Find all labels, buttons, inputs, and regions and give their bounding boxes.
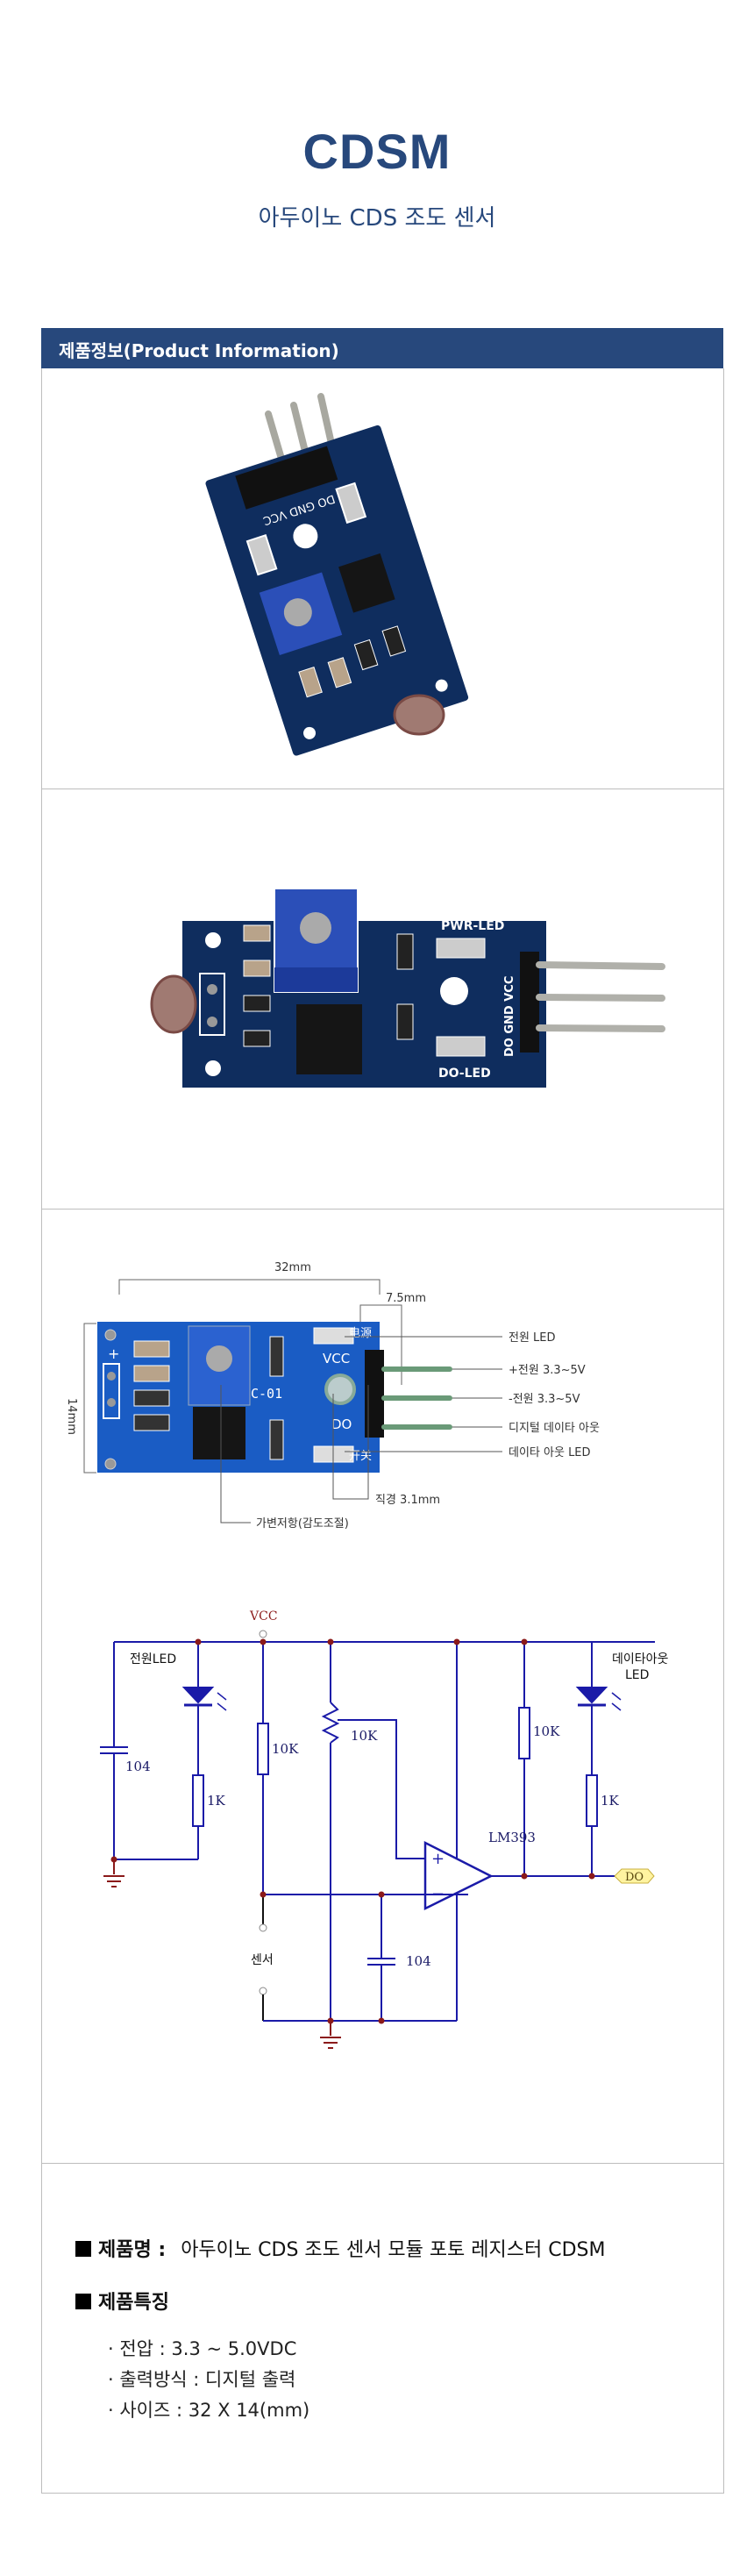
ic-chip [296, 1004, 362, 1074]
pin-header [365, 1350, 384, 1438]
square-bullet-icon [75, 2294, 91, 2309]
pot-label: 10K [351, 1728, 378, 1744]
r-sensor-label: 10K [272, 1741, 299, 1757]
diagram-panel: 32mm 7.5mm 14mm + C-01 [41, 1210, 724, 2164]
product-features-label: 제품특징 [98, 2292, 169, 2314]
hole-diameter-label: 직경 3.1mm [375, 1494, 440, 1507]
potentiometer-label: 가변저항(감도조절) [256, 1517, 349, 1531]
minus-input: − [431, 1885, 445, 1903]
callout-plus-power: +전원 3.3~5V [509, 1364, 586, 1377]
header-pins [536, 961, 665, 1032]
product-name-row: 제품명 : 아두이노 CDS 조도 센서 모듈 포토 레지스터 CDSM [75, 2234, 606, 2262]
do-led-label: DO-LED [438, 1067, 491, 1081]
pin-header [520, 952, 539, 1053]
do-output-label: DO [625, 1871, 644, 1884]
power-led-label: 전원LED [130, 1652, 176, 1666]
board-do-text: DO [331, 1416, 352, 1432]
data-led-label-1: 데이타아웃 [612, 1652, 669, 1666]
board-switch-text: 开关 [349, 1450, 372, 1463]
ic-chip [193, 1407, 245, 1459]
mount-hole [440, 977, 468, 1005]
circuit-schematic: VCC [100, 1609, 655, 2049]
section-header-label: 제품정보(Product Information) [59, 340, 339, 361]
cap1-label: 104 [125, 1759, 151, 1774]
sensor-module-angled-image: DO GND VCC [205, 393, 469, 756]
feature-item: · 출력방식 : 디지털 출력 [108, 2369, 296, 2390]
section-header: 제품정보(Product Information) [41, 328, 723, 368]
pin-label: DO GND VCC [503, 976, 516, 1057]
height-dimension: 14mm [65, 1398, 78, 1435]
board-power-text: 电源 [349, 1327, 372, 1340]
r-pullup-label: 10K [533, 1723, 560, 1739]
board-vcc-text: VCC [323, 1351, 350, 1366]
ic-label: LM393 [488, 1830, 536, 1845]
pcb-board [182, 921, 546, 1088]
product-info-panel: 제품명 : 아두이노 CDS 조도 센서 모듈 포토 레지스터 CDSM 제품특… [41, 2164, 724, 2494]
photoresistor [393, 694, 445, 736]
pin-header [235, 446, 338, 510]
callout-data-led: 데이타 아웃 LED [509, 1446, 591, 1459]
page-subtitle: 아두이노 CDS 조도 센서 [258, 205, 496, 232]
product-name-label: 제품명 : [98, 2239, 167, 2261]
sensor-label: 센서 [251, 1953, 274, 1967]
plus-sign: + [108, 1345, 119, 1362]
vcc-label: VCC [249, 1609, 278, 1623]
dimension-diagram: 32mm 7.5mm 14mm + C-01 [65, 1261, 600, 1531]
photoresistor [150, 974, 197, 1034]
cap2-label: 104 [406, 1953, 431, 1969]
plus-input: + [431, 1850, 445, 1868]
product-photo-2: PWR-LED DO-LED DO GND VCC [41, 789, 724, 1210]
product-name-value: 아두이노 CDS 조도 센서 모듈 포토 레지스터 CDSM [181, 2239, 606, 2261]
r-led1-label: 1K [207, 1793, 226, 1809]
ic-chip [338, 553, 395, 613]
mount-hole [293, 524, 318, 549]
hole-spacing-dimension: 7.5mm [386, 1292, 426, 1305]
feature-item: · 사이즈 : 32 X 14(mm) [108, 2400, 310, 2421]
width-dimension: 32mm [274, 1261, 311, 1274]
product-photo-1: DO GND VCC [41, 368, 724, 789]
mount-hole [324, 1374, 356, 1405]
r-led2-label: 1K [601, 1793, 620, 1809]
square-bullet-icon [75, 2241, 91, 2257]
board-model-text: C-01 [251, 1386, 282, 1402]
dimension-and-schematic: 32mm 7.5mm 14mm + C-01 [65, 1261, 669, 2049]
pcb-board [205, 425, 469, 756]
callout-power-led: 전원 LED [509, 1331, 556, 1345]
feature-item: · 전압 : 3.3 ~ 5.0VDC [108, 2338, 297, 2359]
pwr-led-label: PWR-LED [441, 919, 504, 933]
product-features-row: 제품특징 [75, 2287, 169, 2315]
callout-digital-out: 디지털 데이타 아웃 [509, 1422, 600, 1435]
sensor-module-front-image: PWR-LED DO-LED DO GND VCC [150, 888, 665, 1088]
data-led-label-2: LED [625, 1668, 649, 1682]
callout-minus-power: -전원 3.3~5V [509, 1393, 580, 1406]
page-title: CDSM [302, 124, 452, 179]
header-pins [381, 1366, 452, 1430]
